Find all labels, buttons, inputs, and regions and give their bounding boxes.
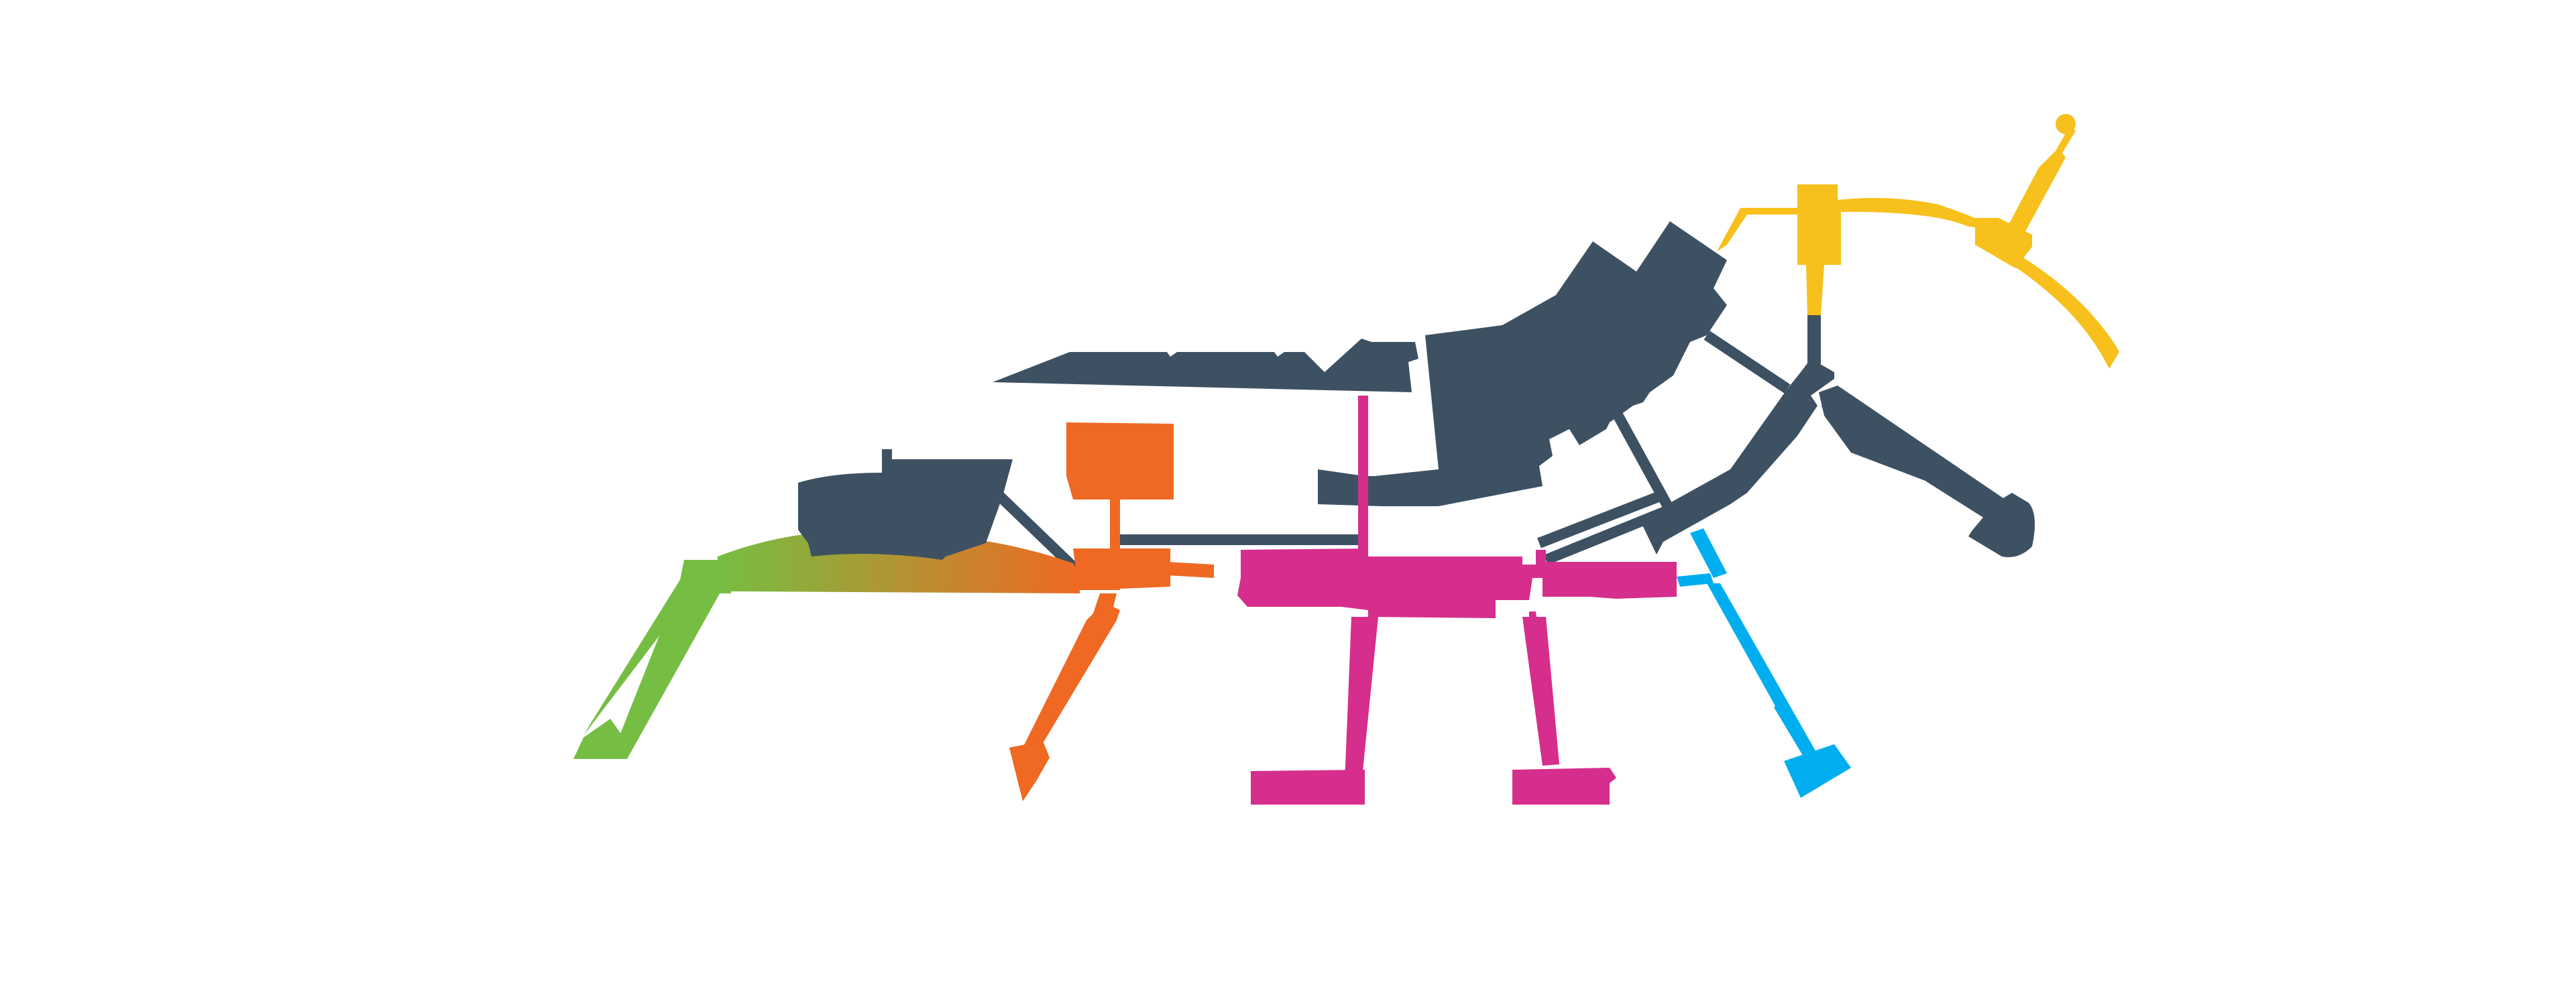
antenna-yellow	[1717, 114, 2119, 369]
ant-body	[798, 221, 2035, 560]
front-leg-orange	[1009, 422, 1214, 801]
front-leg-blue	[1677, 528, 1851, 798]
middle-legs-magenta	[1237, 396, 1677, 805]
abdomen	[718, 530, 1080, 593]
rear-leg-green	[573, 560, 731, 759]
